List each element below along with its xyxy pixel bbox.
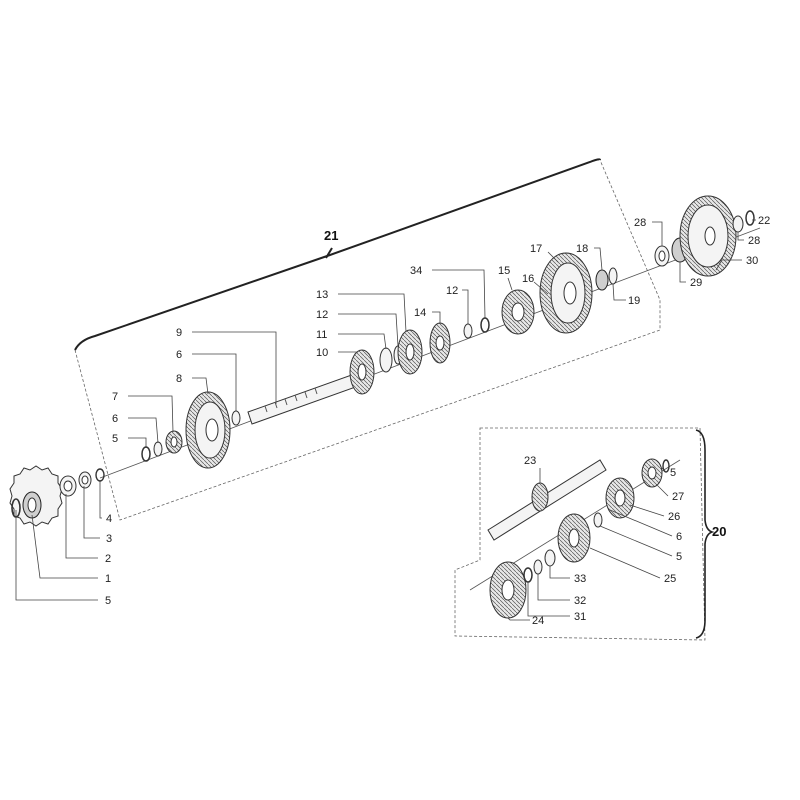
label-22: 22 [758,215,770,227]
circlip-22 [745,210,755,226]
label-25: 25 [664,573,676,585]
label-5-group20: 5 [676,551,682,563]
gear-27 [641,458,663,488]
gear-10 [349,349,375,395]
label-13: 13 [316,289,328,301]
gear-14 [429,322,451,364]
bushing-11 [379,347,393,373]
label-12-right: 12 [446,285,458,297]
sprocket [9,465,63,527]
label-10: 10 [316,347,328,359]
leader-lines [15,219,756,621]
label-24: 24 [532,615,544,627]
circlip-31 [523,567,533,583]
label-19: 19 [628,295,640,307]
circlip-34 [480,317,490,333]
label-30: 30 [746,255,758,267]
label-6-gear7: 6 [112,413,118,425]
bushing-33 [544,549,556,567]
label-1: 1 [105,573,111,585]
gear-26 [605,477,635,519]
washer-6a [153,441,163,457]
group-21-outline [74,158,661,521]
washer-28b [732,215,744,233]
washer-28a [654,245,670,267]
gear-8 [185,391,231,469]
label-29: 29 [690,277,702,289]
main-shaft-9 [247,371,365,425]
label-28-left: 28 [634,217,646,229]
label-15: 15 [498,265,510,277]
label-6-group20: 6 [676,531,682,543]
label-16: 16 [522,273,534,285]
label-5-gear7: 5 [112,433,118,445]
seal-3 [78,471,92,489]
washer-19 [608,267,618,285]
label-28-right: 28 [748,235,760,247]
bearing-2 [59,475,77,497]
washer-32 [533,559,543,575]
label-17: 17 [530,243,542,255]
washer-6b [231,410,241,426]
gear-25 [557,513,591,563]
gear-17 [539,252,593,334]
label-8: 8 [176,373,182,385]
label-32: 32 [574,595,586,607]
label-11: 11 [316,329,327,341]
group-20-outline [454,427,715,641]
washer-12b [463,323,473,339]
label-34: 34 [410,265,422,277]
label-18: 18 [576,243,588,255]
label-33: 33 [574,573,586,585]
ring-4 [95,468,105,482]
label-7: 7 [112,391,118,403]
label-31: 31 [574,611,586,623]
gear-15 [501,289,535,335]
label-9: 9 [176,327,182,339]
label-3: 3 [106,533,112,545]
bearing-18 [595,269,609,291]
group-20-label: 20 [712,524,726,539]
label-5-top: 5 [670,467,676,479]
washer-6c [593,512,603,528]
label-5-circlip: 5 [105,595,111,607]
gear-24 [489,561,527,619]
label-2: 2 [105,553,111,565]
label-12-left: 12 [316,309,328,321]
label-14: 14 [414,307,426,319]
label-6-gear8: 6 [176,349,182,361]
circlip-5b [141,446,151,462]
gear-7 [165,430,183,454]
label-4: 4 [106,513,112,525]
label-26: 26 [668,511,680,523]
label-23: 23 [524,455,536,467]
countershaft-23 [487,459,607,541]
group-21-label: 21 [324,228,338,243]
gear-30 [679,195,737,277]
gear-13 [397,329,423,375]
label-27: 27 [672,491,684,503]
